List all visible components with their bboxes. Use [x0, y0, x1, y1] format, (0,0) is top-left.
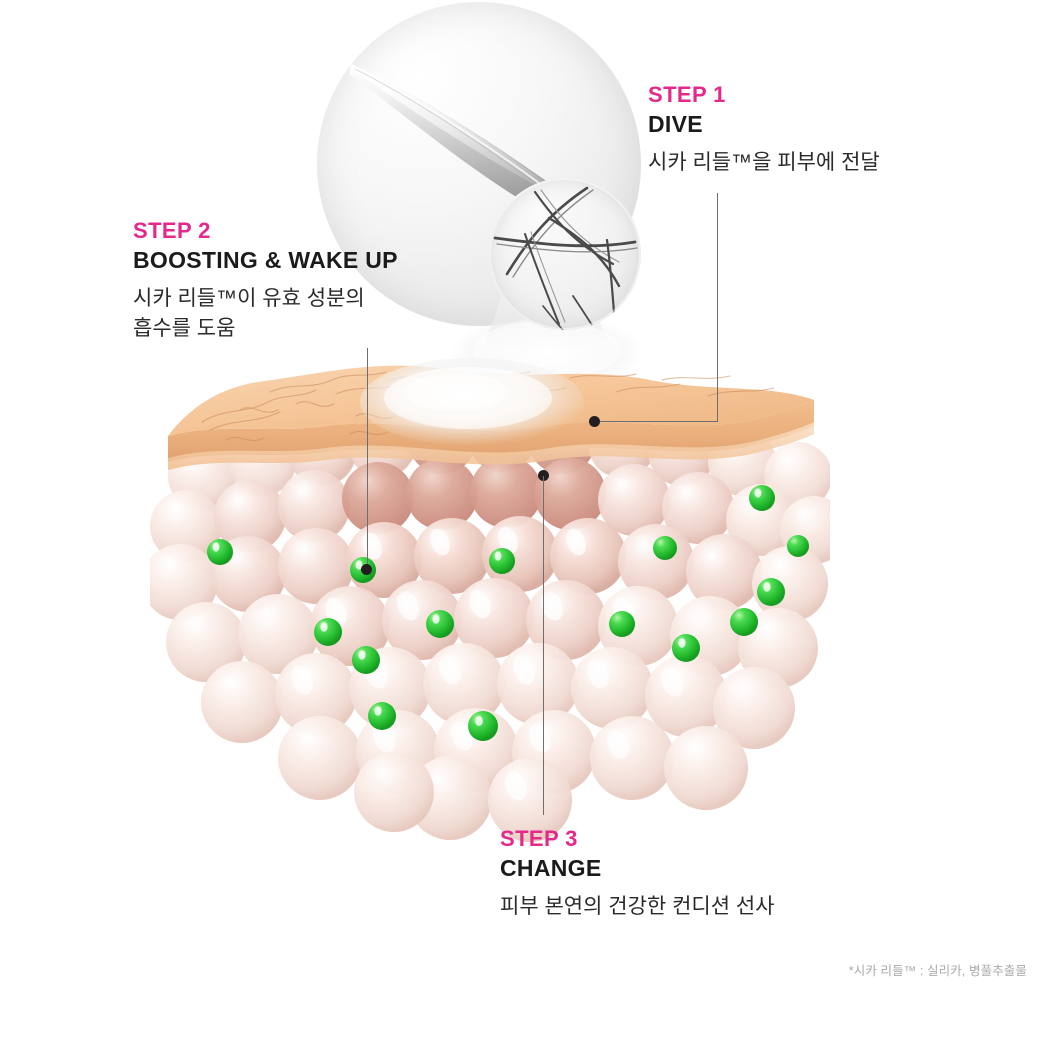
step-2-kicker: STEP 2 [133, 218, 211, 243]
step-3-kicker: STEP 3 [500, 826, 578, 851]
needle-tip-icon [349, 63, 579, 218]
step-1-kicker: STEP 1 [648, 82, 726, 107]
needle-cluster-magnifier [489, 178, 641, 330]
leader-dot-step2 [361, 564, 372, 575]
step-2-description: 시카 리들™이 유효 성분의 흡수를 도움 [133, 286, 365, 340]
leader-dot-epidermis [538, 470, 549, 481]
step-1-description: 시카 리들™을 피부에 전달 [648, 150, 880, 174]
skin-cross-section-illustration [150, 330, 830, 850]
needle-cluster-icon [489, 178, 641, 330]
leader-line-step1-vertical [717, 193, 719, 422]
step-1-title: DIVE [648, 111, 703, 138]
step-3-description: 피부 본연의 건강한 컨디션 선사 [500, 894, 775, 918]
cell-matrix [150, 404, 830, 842]
leader-line-epidermis [543, 476, 545, 815]
leader-line-step1-horizontal [600, 421, 718, 423]
footnote-ingredients: *시카 리들™ : 실리카, 병풀추출물 [848, 964, 1027, 978]
epidermis-slab [168, 358, 814, 470]
step-3-block: STEP 3 CHANGE 피부 본연의 건강한 컨디션 선사 [500, 826, 775, 922]
cica-needle-particles [207, 485, 809, 741]
needle-tip-magnifier [317, 2, 641, 326]
step-2-block: STEP 2 BOOSTING & WAKE UP 시카 리들™이 유효 성분의… [133, 218, 398, 344]
leader-dot-step1 [589, 416, 600, 427]
step-3-title: CHANGE [500, 855, 602, 882]
step-1-block: STEP 1 DIVE 시카 리들™을 피부에 전달 [648, 82, 880, 178]
step-2-title: BOOSTING & WAKE UP [133, 247, 398, 274]
leader-line-step2 [367, 348, 369, 570]
